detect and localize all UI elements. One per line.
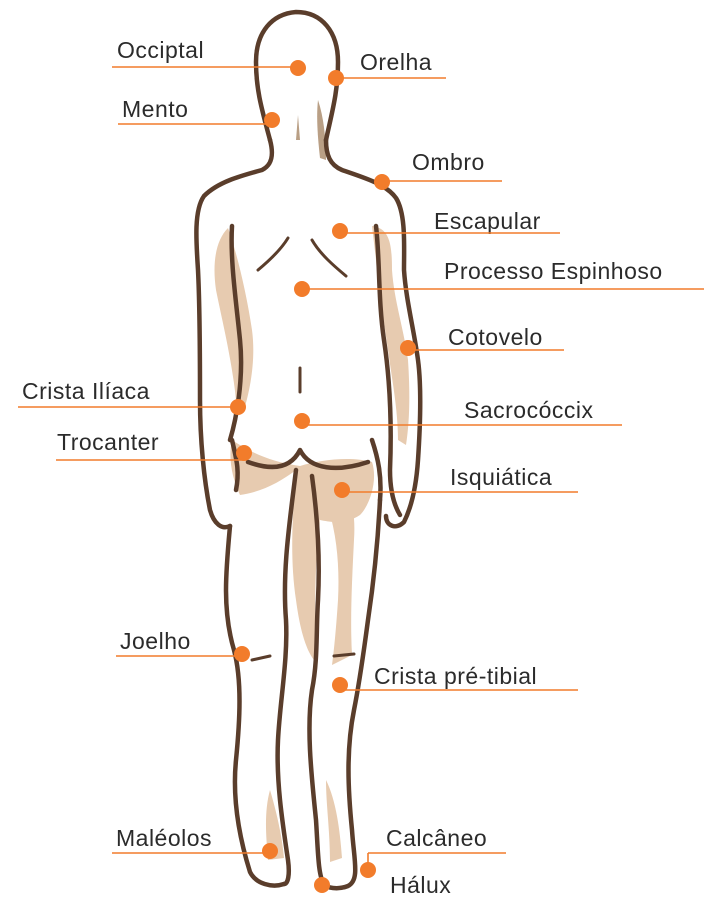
right-knee-mark xyxy=(334,654,354,656)
annotation-trocanter: Trocanter xyxy=(56,429,252,461)
dot-crista-iliaca xyxy=(230,399,246,415)
dot-sacrococcix xyxy=(294,413,310,429)
label-sacrococcix: Sacrocóccix xyxy=(464,397,593,423)
label-ombro: Ombro xyxy=(412,149,485,175)
annotation-crista-pre-tibial: Crista pré-tibial xyxy=(332,663,578,693)
dot-escapular xyxy=(332,223,348,239)
annotation-cotovelo: Cotovelo xyxy=(400,324,564,356)
annotation-orelha: Orelha xyxy=(328,49,446,86)
dot-trocanter xyxy=(236,445,252,461)
label-halux: Hálux xyxy=(390,872,451,898)
annotation-ombro: Ombro xyxy=(374,149,502,190)
neck-shade xyxy=(317,100,326,160)
dot-cotovelo xyxy=(400,340,416,356)
neck-shade-left xyxy=(296,115,300,140)
annotation-escapular: Escapular xyxy=(332,208,560,239)
right-ankle-shade xyxy=(326,780,342,862)
body-figure xyxy=(196,12,420,888)
dot-isquiatica xyxy=(334,482,350,498)
left-knee-mark xyxy=(252,656,270,660)
annotation-maleolos: Maléolos xyxy=(112,825,278,859)
label-escapular: Escapular xyxy=(434,208,541,234)
label-maleolos: Maléolos xyxy=(116,825,212,851)
annotation-processo-espinhoso: Processo Espinhoso xyxy=(294,258,704,297)
label-calcaneo: Calcâneo xyxy=(386,825,487,851)
dot-occiptal xyxy=(290,60,306,76)
label-cotovelo: Cotovelo xyxy=(448,324,543,350)
label-occiptal: Occiptal xyxy=(117,37,204,63)
label-mento: Mento xyxy=(122,96,188,122)
dot-calcaneo xyxy=(360,862,376,878)
annotation-sacrococcix: Sacrocóccix xyxy=(294,397,622,429)
dot-halux xyxy=(314,877,330,893)
annotation-calcaneo: Calcâneo xyxy=(360,825,506,878)
annotation-halux: Hálux xyxy=(314,872,451,898)
label-trocanter: Trocanter xyxy=(57,429,159,455)
right-scapula-line xyxy=(312,240,346,276)
dot-ombro xyxy=(374,174,390,190)
dot-orelha xyxy=(328,70,344,86)
dot-joelho xyxy=(234,646,250,662)
label-processo-espinhoso: Processo Espinhoso xyxy=(444,258,663,284)
label-crista-iliaca: Crista Ilíaca xyxy=(22,378,150,404)
label-orelha: Orelha xyxy=(360,49,432,75)
annotation-crista-iliaca: Crista Ilíaca xyxy=(18,378,246,415)
dot-crista-pre-tibial xyxy=(332,677,348,693)
left-scapula-line xyxy=(258,238,288,270)
annotation-occiptal: Occiptal xyxy=(112,37,306,76)
label-joelho: Joelho xyxy=(120,628,191,654)
label-crista-pre-tibial: Crista pré-tibial xyxy=(374,663,537,689)
dot-maleolos xyxy=(262,843,278,859)
dot-processo-espinhoso xyxy=(294,281,310,297)
dot-mento xyxy=(264,112,280,128)
annotation-mento: Mento xyxy=(118,96,280,128)
label-isquiatica: Isquiática xyxy=(450,464,552,490)
